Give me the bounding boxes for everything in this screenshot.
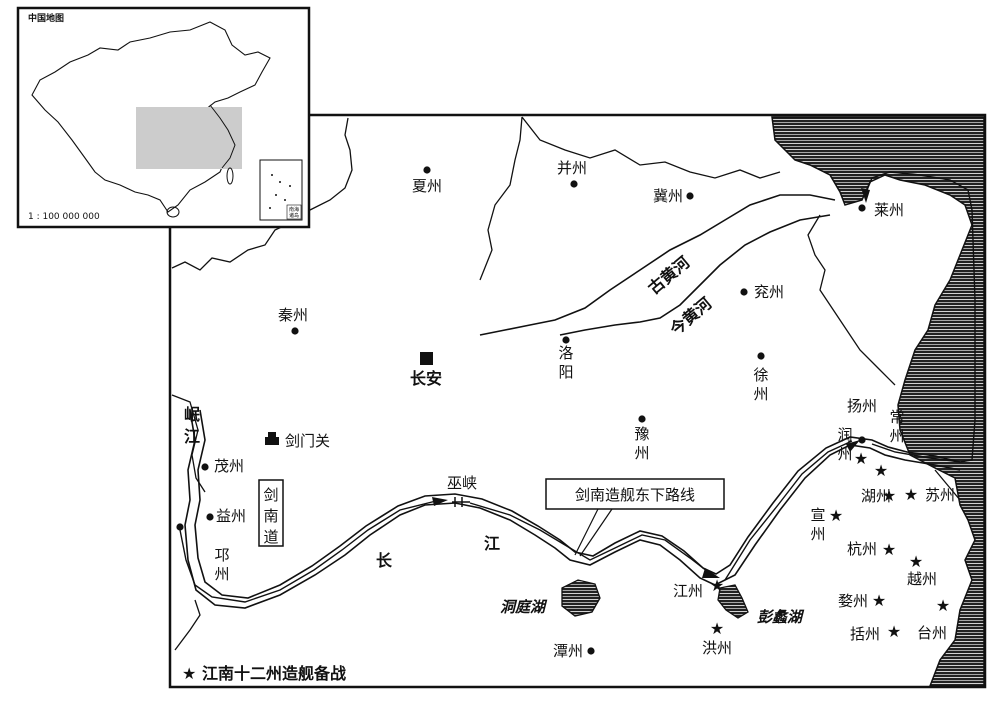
chang-label: 长 — [376, 551, 393, 570]
city-label: 潭州 — [553, 642, 583, 660]
city-dot-icon — [206, 513, 214, 521]
poyang-lake-label: 彭蠡湖 — [757, 608, 805, 626]
star-icon: ★ — [872, 591, 886, 610]
pass-marker: 剑门关 — [265, 432, 330, 450]
star-icon: ★ — [904, 485, 918, 504]
city-label: 秦州 — [278, 306, 308, 324]
city-label: 杭州 — [847, 540, 877, 558]
city-dot-icon — [201, 463, 209, 471]
jiang-label: 江 — [484, 534, 500, 553]
star-cities: ★润州★常州★湖州★苏州★宣州★杭州★越州★婺州★括州★台州★江州★洪州 — [673, 408, 955, 657]
pass-icon — [265, 437, 279, 445]
route-arrows — [432, 188, 870, 578]
old-yellow-river-line — [479, 194, 836, 336]
city-dot-icon — [291, 327, 299, 335]
city-label: 洪州 — [702, 639, 732, 657]
region-jiannan: 剑南道 — [258, 479, 284, 547]
star-icon: ★ — [882, 486, 896, 505]
inset-hainan — [166, 206, 180, 218]
city-label: 益州 — [216, 507, 246, 525]
city-dot-icon — [757, 352, 765, 360]
capital-label: 长安 — [410, 369, 442, 388]
city-dot-icon — [638, 415, 646, 423]
inset-islands-label-1: 南海 — [289, 206, 299, 213]
star-icon: ★ — [887, 622, 901, 641]
city-dot-icon — [858, 436, 866, 444]
city-dot-icon — [740, 288, 748, 296]
star-icon: ★ — [882, 540, 896, 559]
dongting-lake-label: 洞庭湖 — [500, 598, 548, 616]
city-label: 兖州 — [754, 283, 784, 301]
city-label: 湖州 — [861, 487, 891, 505]
city-dot-icon — [562, 336, 570, 344]
city-label: 洛阳 — [558, 344, 573, 381]
city-label: 莱州 — [874, 201, 904, 219]
city-label: 茂州 — [214, 457, 244, 475]
city-label: 台州 — [917, 624, 947, 642]
region-jiannan-label: 剑南道 — [263, 486, 278, 546]
star-icon: ★ — [909, 552, 923, 571]
inset-highlight — [136, 107, 242, 169]
coast-and-borders — [171, 116, 961, 651]
legend: ★ 江南十二州造舰备战 — [182, 664, 346, 683]
gorge-label: 巫峡 — [447, 474, 477, 492]
inset-taiwan — [226, 167, 234, 185]
city-label: 常州 — [889, 408, 904, 445]
city-label: 豫州 — [634, 425, 649, 462]
city-label: 越州 — [907, 570, 937, 588]
yangtze-river — [184, 409, 961, 609]
fleet-route — [179, 171, 976, 603]
poyang-lake — [717, 584, 749, 619]
city-dot-icon — [858, 204, 866, 212]
city-label: 江州 — [673, 582, 703, 600]
dongting-lake — [561, 579, 601, 617]
city-label: 苏州 — [925, 486, 955, 504]
min-jiang-label: 岷江 — [184, 405, 200, 446]
city-label: 冀州 — [653, 187, 683, 205]
city-label: 润州 — [837, 426, 852, 463]
city-label: 婺州 — [838, 592, 868, 610]
inset-islands — [269, 174, 291, 209]
star-icon: ★ — [710, 619, 724, 638]
legend-star-text: 江南十二州造舰备战 — [202, 664, 346, 683]
city-label: 夏州 — [412, 177, 442, 195]
main-map: 剑南造舰东下路线 剑南道 ★ 江南十二州造舰备战 长安 剑门关 巫峡 岷江 长 … — [168, 113, 987, 689]
inset-map: 中国地图 南海 诸岛 1 : 100 000 000 — [16, 6, 311, 229]
inset-title: 中国地图 — [28, 12, 64, 24]
city-dot-icon — [423, 166, 431, 174]
city-label: 邛州 — [214, 546, 229, 583]
capital-icon — [420, 352, 433, 365]
dot-cities: 夏州 并州冀州莱州兖州秦州洛阳徐州豫州 扬州茂州益州邛州潭州 — [176, 159, 904, 660]
route-callout-text: 剑南造舰东下路线 — [575, 486, 695, 504]
yellow-rivers — [479, 194, 836, 336]
city-label: 并州 — [557, 159, 587, 177]
inset-scale: 1 : 100 000 000 — [28, 212, 100, 222]
pass-label: 剑门关 — [285, 432, 330, 450]
city-dot-icon — [176, 523, 184, 531]
new-yellow-river-line — [559, 214, 831, 336]
star-icon: ★ — [874, 461, 888, 480]
east-sea — [771, 116, 985, 687]
route-callout: 剑南造舰东下路线 — [545, 478, 725, 557]
inset-coast — [209, 104, 236, 169]
city-label: 括州 — [850, 625, 880, 643]
star-icon: ★ — [829, 506, 843, 525]
star-icon: ★ — [936, 596, 950, 615]
city-dot-icon — [686, 192, 694, 200]
star-icon: ★ — [710, 576, 724, 595]
inset-islands-label-2: 诸岛 — [289, 212, 299, 219]
city-dot-icon — [570, 180, 578, 188]
city-dot-icon — [587, 647, 595, 655]
city-label: 徐州 — [753, 366, 768, 403]
gorge-marker — [452, 497, 470, 507]
legend-star-icon: ★ — [182, 664, 196, 683]
city-label: 扬州 — [847, 397, 877, 415]
city-label: 宣州 — [810, 506, 825, 543]
inset-china-outline — [31, 21, 271, 213]
star-icon: ★ — [854, 449, 868, 468]
